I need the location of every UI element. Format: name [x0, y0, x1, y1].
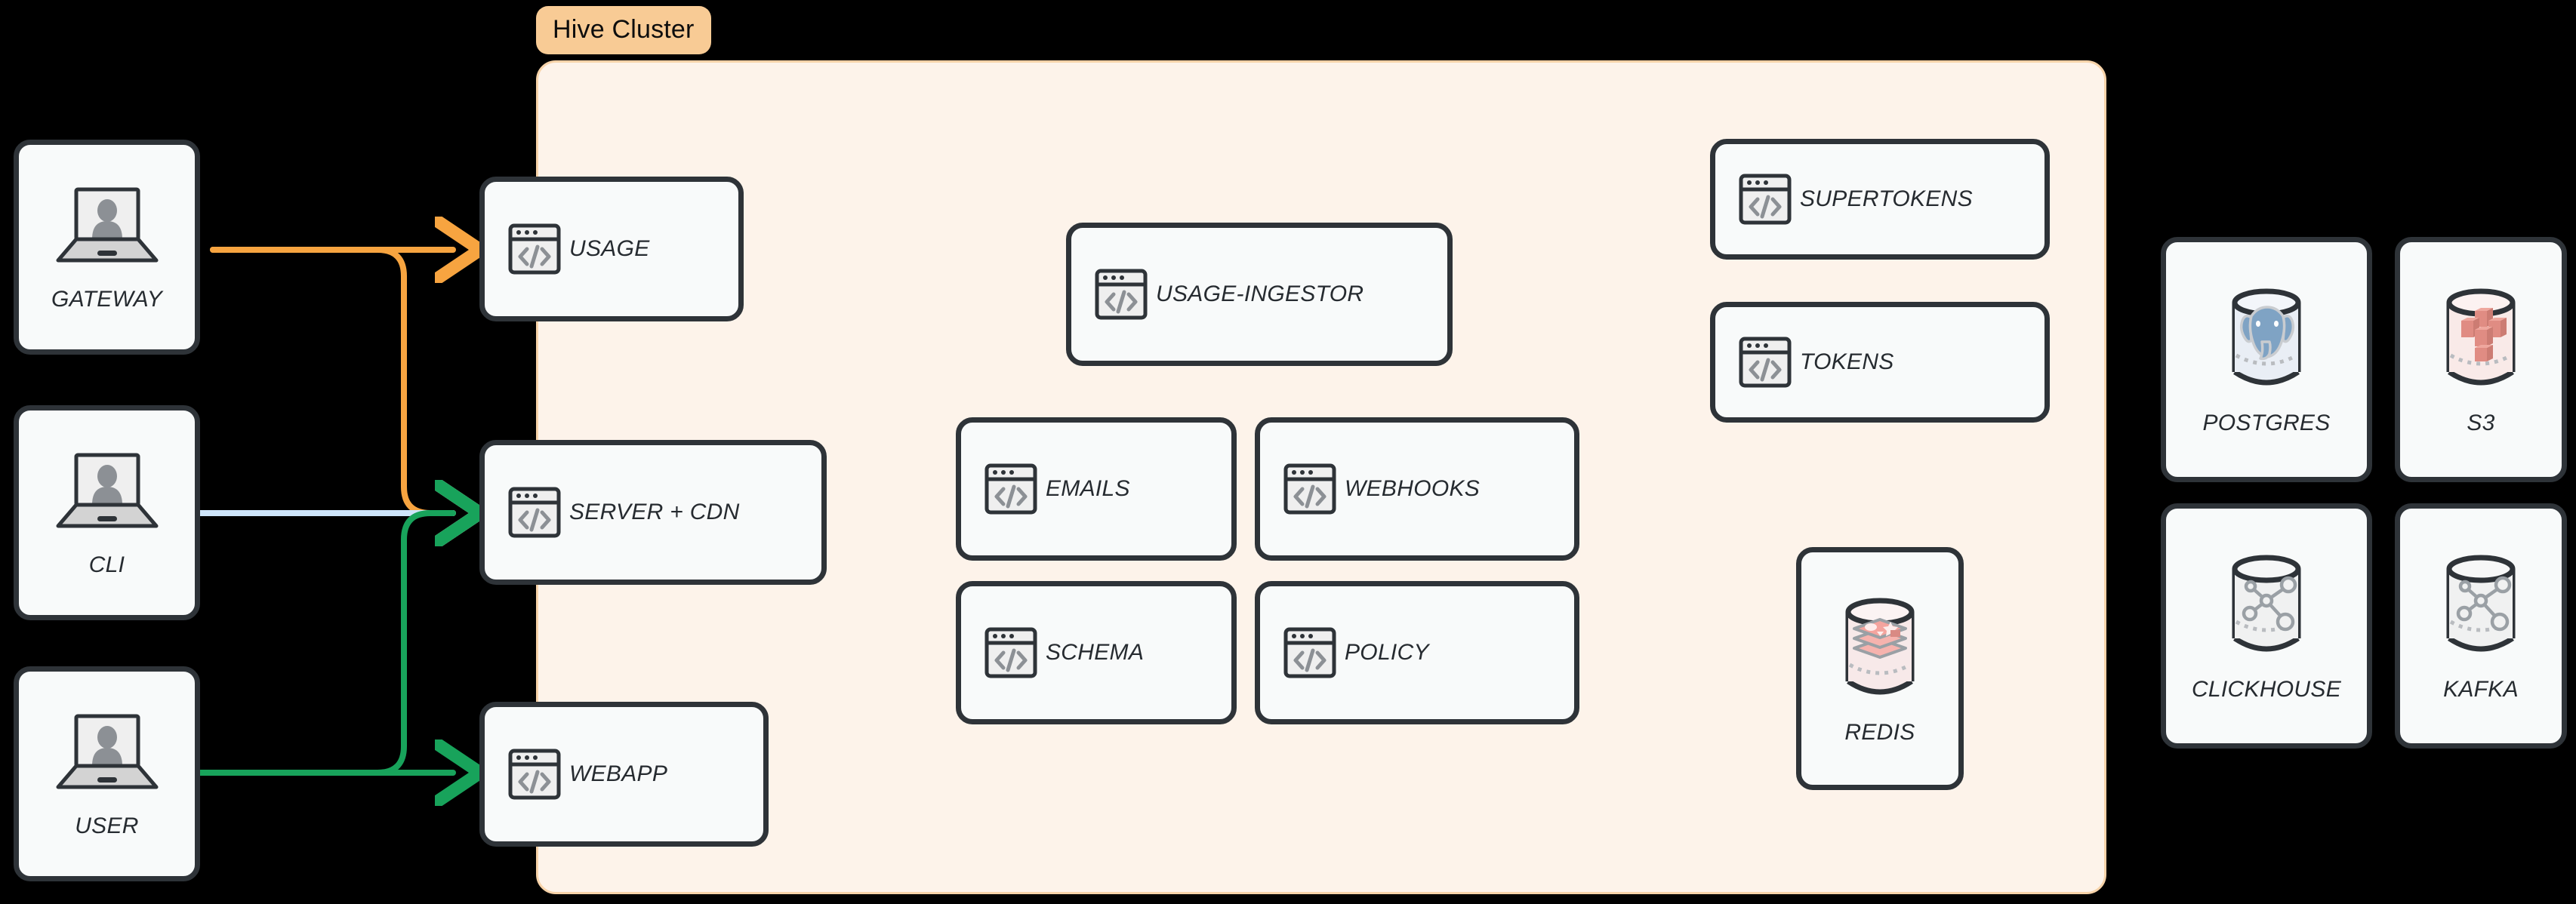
client-node-cli[interactable]: CLI — [14, 405, 200, 620]
client-label: USER — [75, 813, 139, 838]
postgres-database-icon — [2214, 283, 2319, 400]
store-label: REDIS — [1844, 719, 1915, 745]
browser-code-icon — [1283, 626, 1337, 679]
service-label: TOKENS — [1800, 349, 1894, 374]
service-label: POLICY — [1345, 640, 1429, 665]
arrow-gateway — [210, 250, 453, 513]
browser-code-icon — [507, 748, 562, 801]
client-label: CLI — [88, 552, 125, 577]
service-node-schema[interactable]: SCHEMA — [956, 581, 1237, 724]
client-label: GATEWAY — [51, 287, 163, 312]
store-label: CLICKHOUSE — [2191, 677, 2342, 702]
store-label: KAFKA — [2443, 677, 2519, 702]
client-node-gateway[interactable]: GATEWAY — [14, 140, 200, 355]
store-node-postgres[interactable]: POSTGRES — [2161, 237, 2372, 482]
browser-code-icon — [1094, 268, 1148, 321]
service-node-webhooks[interactable]: WEBHOOKS — [1255, 417, 1579, 561]
redis-database-icon — [1827, 592, 1933, 709]
service-label: SUPERTOKENS — [1800, 186, 1973, 211]
browser-code-icon — [1738, 336, 1792, 389]
store-node-clickhouse[interactable]: CLICKHOUSE — [2161, 503, 2372, 749]
store-node-s3[interactable]: S3 — [2395, 237, 2567, 482]
service-label: WEBHOOKS — [1345, 476, 1481, 501]
store-label: S3 — [2467, 410, 2495, 435]
laptop-user-icon — [51, 447, 164, 542]
store-label: POSTGRES — [2202, 410, 2331, 435]
service-node-tokens[interactable]: TOKENS — [1710, 302, 2050, 423]
laptop-user-icon — [51, 182, 164, 276]
service-node-webapp[interactable]: WEBAPP — [479, 702, 769, 847]
service-label: SERVER + CDN — [569, 500, 740, 524]
browser-code-icon — [1283, 463, 1337, 515]
service-node-emails[interactable]: EMAILS — [956, 417, 1237, 561]
browser-code-icon — [1738, 173, 1792, 226]
service-node-supertokens[interactable]: SUPERTOKENS — [1710, 139, 2050, 260]
service-label: EMAILS — [1046, 476, 1130, 501]
browser-code-icon — [984, 626, 1038, 679]
generic-database-icon — [2428, 549, 2534, 666]
service-node-usage-ingestor[interactable]: USAGE-INGESTOR — [1066, 223, 1453, 366]
client-node-user[interactable]: USER — [14, 666, 200, 881]
browser-code-icon — [984, 463, 1038, 515]
browser-code-icon — [507, 486, 562, 539]
service-label: SCHEMA — [1046, 640, 1145, 665]
service-node-usage[interactable]: USAGE — [479, 177, 744, 321]
store-node-kafka[interactable]: KAFKA — [2395, 503, 2567, 749]
browser-code-icon — [507, 223, 562, 275]
arrow-user — [197, 513, 453, 773]
store-node-redis[interactable]: REDIS — [1796, 547, 1964, 790]
service-node-policy[interactable]: POLICY — [1255, 581, 1579, 724]
generic-database-icon — [2214, 549, 2319, 666]
hive-cluster-label: Hive Cluster — [536, 6, 711, 54]
service-label: USAGE — [569, 236, 650, 261]
service-node-server-cdn[interactable]: SERVER + CDN — [479, 440, 827, 585]
service-label: WEBAPP — [569, 761, 668, 786]
service-label: USAGE-INGESTOR — [1156, 281, 1364, 306]
laptop-user-icon — [51, 709, 164, 803]
s3-database-icon — [2428, 283, 2534, 400]
